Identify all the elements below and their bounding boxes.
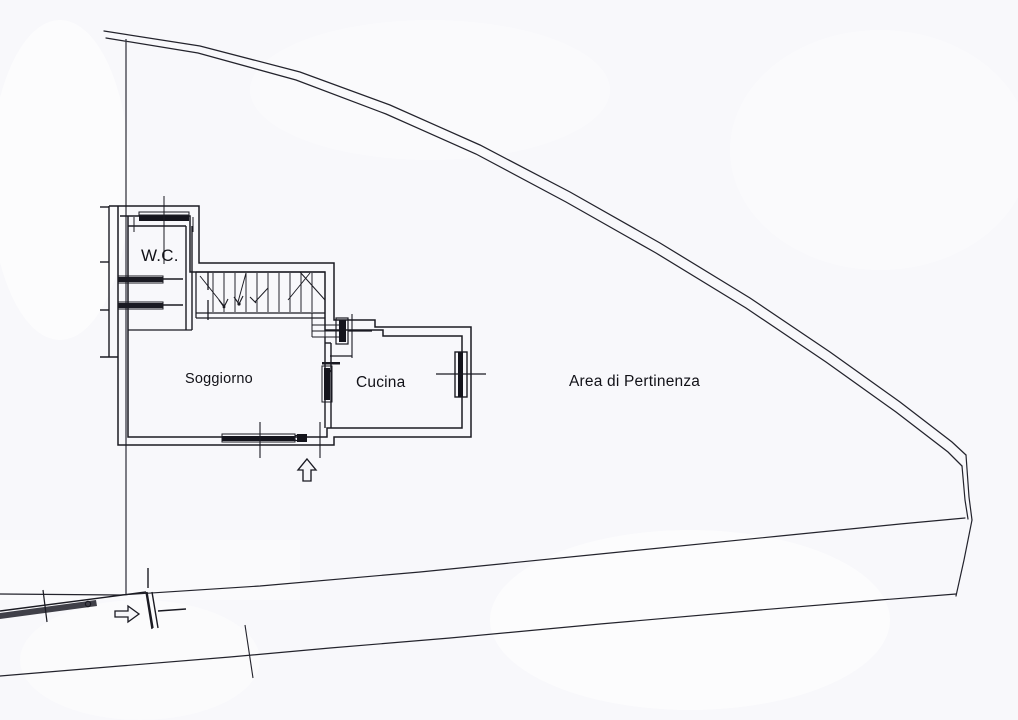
- entrance-arrow-gate-icon: [114, 604, 141, 624]
- property-boundary-south: [0, 517, 966, 677]
- room-label-soggiorno: Soggiorno: [185, 371, 253, 387]
- soggiorno-window: [221, 422, 321, 458]
- room-label-cucina: Cucina: [356, 374, 406, 391]
- staircase: [195, 271, 342, 338]
- boundary-tick-south: [244, 624, 254, 679]
- entrance-arrow-main-icon: [296, 457, 318, 482]
- cucina-window: [436, 351, 486, 398]
- room-label-area-di-pertinenza: Area di Pertinenza: [569, 373, 701, 390]
- gate-tick: [42, 589, 48, 623]
- property-boundary-north: [103, 30, 967, 467]
- wc-room-walls: [128, 225, 193, 331]
- wc-window-lower: [117, 300, 209, 320]
- property-boundary-east: [955, 454, 973, 597]
- room-label-wc: W.C.: [141, 246, 179, 265]
- building-west-wall-return: [100, 206, 118, 358]
- wc-window-upper: [117, 272, 209, 290]
- cucina-pilaster: [321, 365, 333, 403]
- gate-structure: [0, 568, 187, 630]
- gate-wall-hatch: [0, 600, 97, 619]
